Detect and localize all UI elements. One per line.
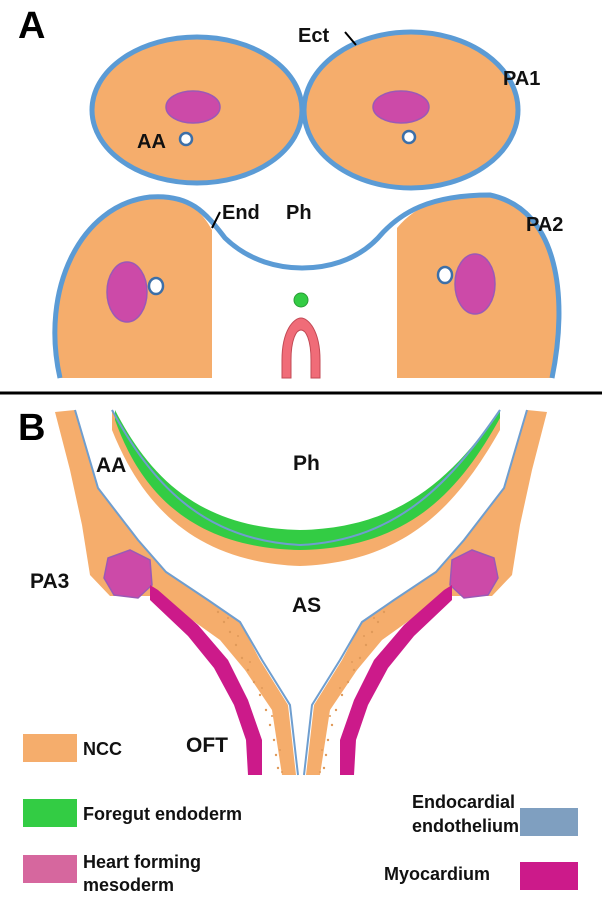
pa1-left-mesoderm (165, 90, 221, 124)
endocardial-cells-right (319, 610, 386, 773)
legend-label-heart-forming-2: mesoderm (83, 875, 174, 895)
pa3-right-mesoderm (449, 549, 499, 599)
legend-label-myocardium: Myocardium (384, 864, 490, 884)
endocardial-cells-left (216, 610, 283, 773)
legend-swatch-myocardium (520, 862, 578, 890)
legend-label-endocardial-1: Endocardial (412, 792, 515, 812)
label-end: End (222, 202, 260, 224)
midline-arch (281, 317, 321, 379)
pa1-right-aortic-arch (401, 129, 417, 145)
label-pa2: PA2 (526, 214, 563, 236)
pa2-left-mesoderm (106, 261, 148, 323)
label-ph-a: Ph (286, 202, 312, 224)
myocardium-left (150, 585, 262, 775)
label-aa-b: AA (96, 454, 126, 477)
ncc-left-arm (55, 410, 296, 775)
pharynx-outline (111, 409, 501, 547)
panel-b: B (18, 407, 547, 776)
ncc-right-arm (306, 410, 547, 775)
legend-swatch-heart-forming (23, 855, 77, 883)
ecto-right-outline (303, 409, 528, 776)
panel-a-letter: A (18, 5, 45, 47)
foregut-endoderm-band (115, 410, 500, 550)
pa1-left-aortic-arch (178, 131, 194, 147)
label-oft: OFT (186, 734, 228, 757)
panel-b-letter: B (18, 407, 45, 449)
legend-label-endocardial-2: endothelium (412, 816, 519, 836)
legend-label-heart-forming-1: Heart forming (83, 852, 201, 872)
label-ph-b: Ph (293, 452, 320, 475)
pa2-left-aortic-arch (147, 276, 165, 296)
pa1-right-mesoderm (372, 90, 430, 124)
legend-swatch-foregut (23, 799, 77, 827)
pa2-ectoderm-outline (52, 192, 562, 379)
label-pa1: PA1 (503, 68, 540, 90)
legend: NCC Foregut endoderm Heart forming mesod… (23, 734, 578, 895)
ecto-left-outline (74, 409, 299, 776)
panel-a: A Ect PA1 AA End Ph PA2 (18, 5, 563, 379)
myocardium-right (340, 585, 452, 775)
label-pa3: PA3 (30, 570, 69, 593)
label-ect: Ect (298, 25, 329, 47)
dorsal-structure-dot (293, 292, 309, 308)
label-as: AS (292, 594, 321, 617)
legend-label-foregut: Foregut endoderm (83, 804, 242, 824)
legend-swatch-ncc (23, 734, 77, 762)
legend-swatch-endocardial (520, 808, 578, 836)
pa2-right-mesoderm (454, 253, 496, 315)
leader-ect (344, 31, 357, 46)
leader-end (211, 211, 221, 229)
pa3-left-mesoderm (103, 549, 153, 599)
pa2-right-aortic-arch (436, 265, 454, 285)
legend-label-ncc: NCC (83, 739, 122, 759)
label-aa-a: AA (137, 131, 166, 153)
